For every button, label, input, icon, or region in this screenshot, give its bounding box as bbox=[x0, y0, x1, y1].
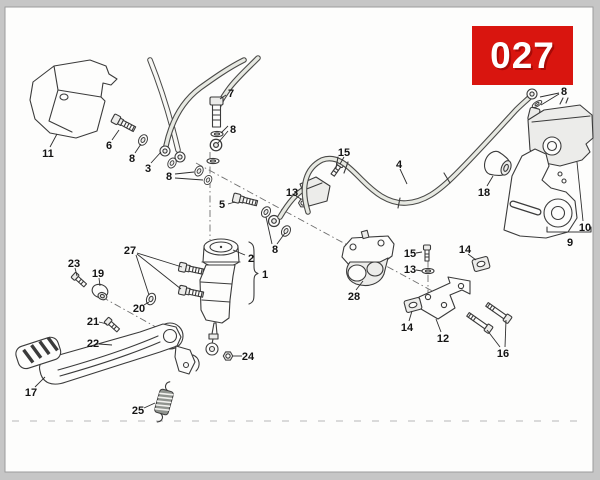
grommet-18 bbox=[483, 150, 512, 176]
part-label-8: 8 bbox=[230, 124, 236, 136]
part-label-14: 14 bbox=[401, 322, 414, 334]
leader-line bbox=[355, 280, 364, 291]
bracket-9-brace bbox=[546, 226, 592, 233]
leader-line bbox=[408, 310, 413, 322]
leader-line bbox=[98, 277, 101, 287]
pedal-rubber-pad bbox=[15, 336, 62, 370]
bolt-15b bbox=[422, 244, 432, 262]
part-label-9: 9 bbox=[567, 237, 573, 249]
part-label-25: 25 bbox=[132, 405, 144, 417]
brake-hose-7-assembly bbox=[206, 55, 261, 165]
part-label-24: 24 bbox=[242, 351, 255, 363]
leader-line bbox=[232, 249, 246, 256]
heel-guard-plate bbox=[29, 59, 118, 139]
leader-line bbox=[34, 376, 46, 388]
leader-line bbox=[415, 269, 423, 272]
leader-line bbox=[150, 151, 162, 164]
part-label-13: 13 bbox=[404, 264, 416, 276]
part-label-10: 10 bbox=[579, 222, 591, 234]
page-number-badge: 027 bbox=[472, 26, 573, 85]
leader-line bbox=[49, 133, 58, 148]
caliper-carrier-9 bbox=[503, 148, 578, 239]
part-label-2: 2 bbox=[248, 253, 254, 265]
part-label-7: 7 bbox=[228, 88, 234, 100]
leader-line bbox=[174, 177, 204, 181]
leader-line bbox=[540, 93, 560, 106]
washer-13b bbox=[421, 267, 435, 275]
part-label-28: 28 bbox=[348, 291, 360, 303]
part-label-1: 1 bbox=[262, 269, 268, 281]
part-label-13: 13 bbox=[286, 187, 298, 199]
part-label-14: 14 bbox=[459, 244, 472, 256]
leader-line bbox=[217, 130, 229, 144]
banjo-bolt-7 bbox=[209, 96, 224, 128]
return-spring-25 bbox=[154, 381, 174, 423]
bracket-1-brace bbox=[248, 241, 259, 305]
brake-pedal-17 bbox=[15, 322, 200, 385]
part-label-4: 4 bbox=[396, 159, 403, 171]
part-label-8: 8 bbox=[129, 153, 135, 165]
junction-block-28 bbox=[341, 229, 395, 287]
leader-line bbox=[143, 402, 156, 409]
leader-line bbox=[486, 175, 494, 187]
page-number: 027 bbox=[490, 34, 555, 76]
leader-line bbox=[227, 201, 236, 205]
part-label-6: 6 bbox=[106, 140, 112, 152]
part-label-5: 5 bbox=[219, 199, 225, 211]
leader-line bbox=[504, 319, 507, 348]
part-label-15: 15 bbox=[338, 147, 350, 159]
leader-line bbox=[220, 125, 229, 134]
leader-line bbox=[136, 253, 182, 290]
part-label-8: 8 bbox=[272, 244, 278, 256]
leader-line bbox=[415, 251, 423, 254]
part-label-23: 23 bbox=[68, 258, 80, 270]
part-label-17: 17 bbox=[25, 387, 37, 399]
leader-line bbox=[467, 253, 477, 261]
leader-line bbox=[174, 171, 195, 175]
leader-line bbox=[576, 161, 584, 222]
nut-24 bbox=[222, 351, 234, 361]
grommet-19 bbox=[91, 283, 109, 301]
leader-line bbox=[295, 195, 302, 200]
leader-line bbox=[143, 301, 150, 306]
part-label-3: 3 bbox=[145, 163, 151, 175]
leader-line bbox=[486, 329, 501, 348]
part-label-15: 15 bbox=[404, 248, 416, 260]
leader-line bbox=[276, 232, 286, 245]
brake-hose-3-assembly bbox=[147, 57, 247, 187]
leader-line bbox=[219, 94, 227, 100]
mount-bracket-12 bbox=[418, 276, 471, 320]
part-label-19: 19 bbox=[92, 268, 104, 280]
part-label-16: 16 bbox=[497, 348, 509, 360]
part-label-20: 20 bbox=[133, 303, 145, 315]
part-label-8: 8 bbox=[166, 171, 172, 183]
leader-line bbox=[98, 343, 113, 346]
leader-line bbox=[399, 168, 408, 185]
leader-line bbox=[136, 252, 183, 268]
leader-line bbox=[539, 92, 560, 98]
part-label-27: 27 bbox=[124, 245, 136, 257]
part-label-18: 18 bbox=[478, 187, 490, 199]
part-label-21: 21 bbox=[87, 316, 99, 328]
leader-line bbox=[74, 267, 78, 277]
part-label-12: 12 bbox=[437, 333, 449, 345]
leader-line bbox=[134, 143, 142, 154]
leader-line bbox=[135, 254, 150, 296]
leader-line bbox=[98, 321, 108, 325]
part-label-8: 8 bbox=[561, 86, 567, 98]
leader-line bbox=[265, 216, 273, 245]
leader-line bbox=[435, 318, 442, 333]
leader-line bbox=[111, 129, 120, 141]
part-label-11: 11 bbox=[42, 148, 54, 160]
part-label-22: 22 bbox=[87, 338, 99, 350]
leader-line bbox=[339, 156, 345, 165]
